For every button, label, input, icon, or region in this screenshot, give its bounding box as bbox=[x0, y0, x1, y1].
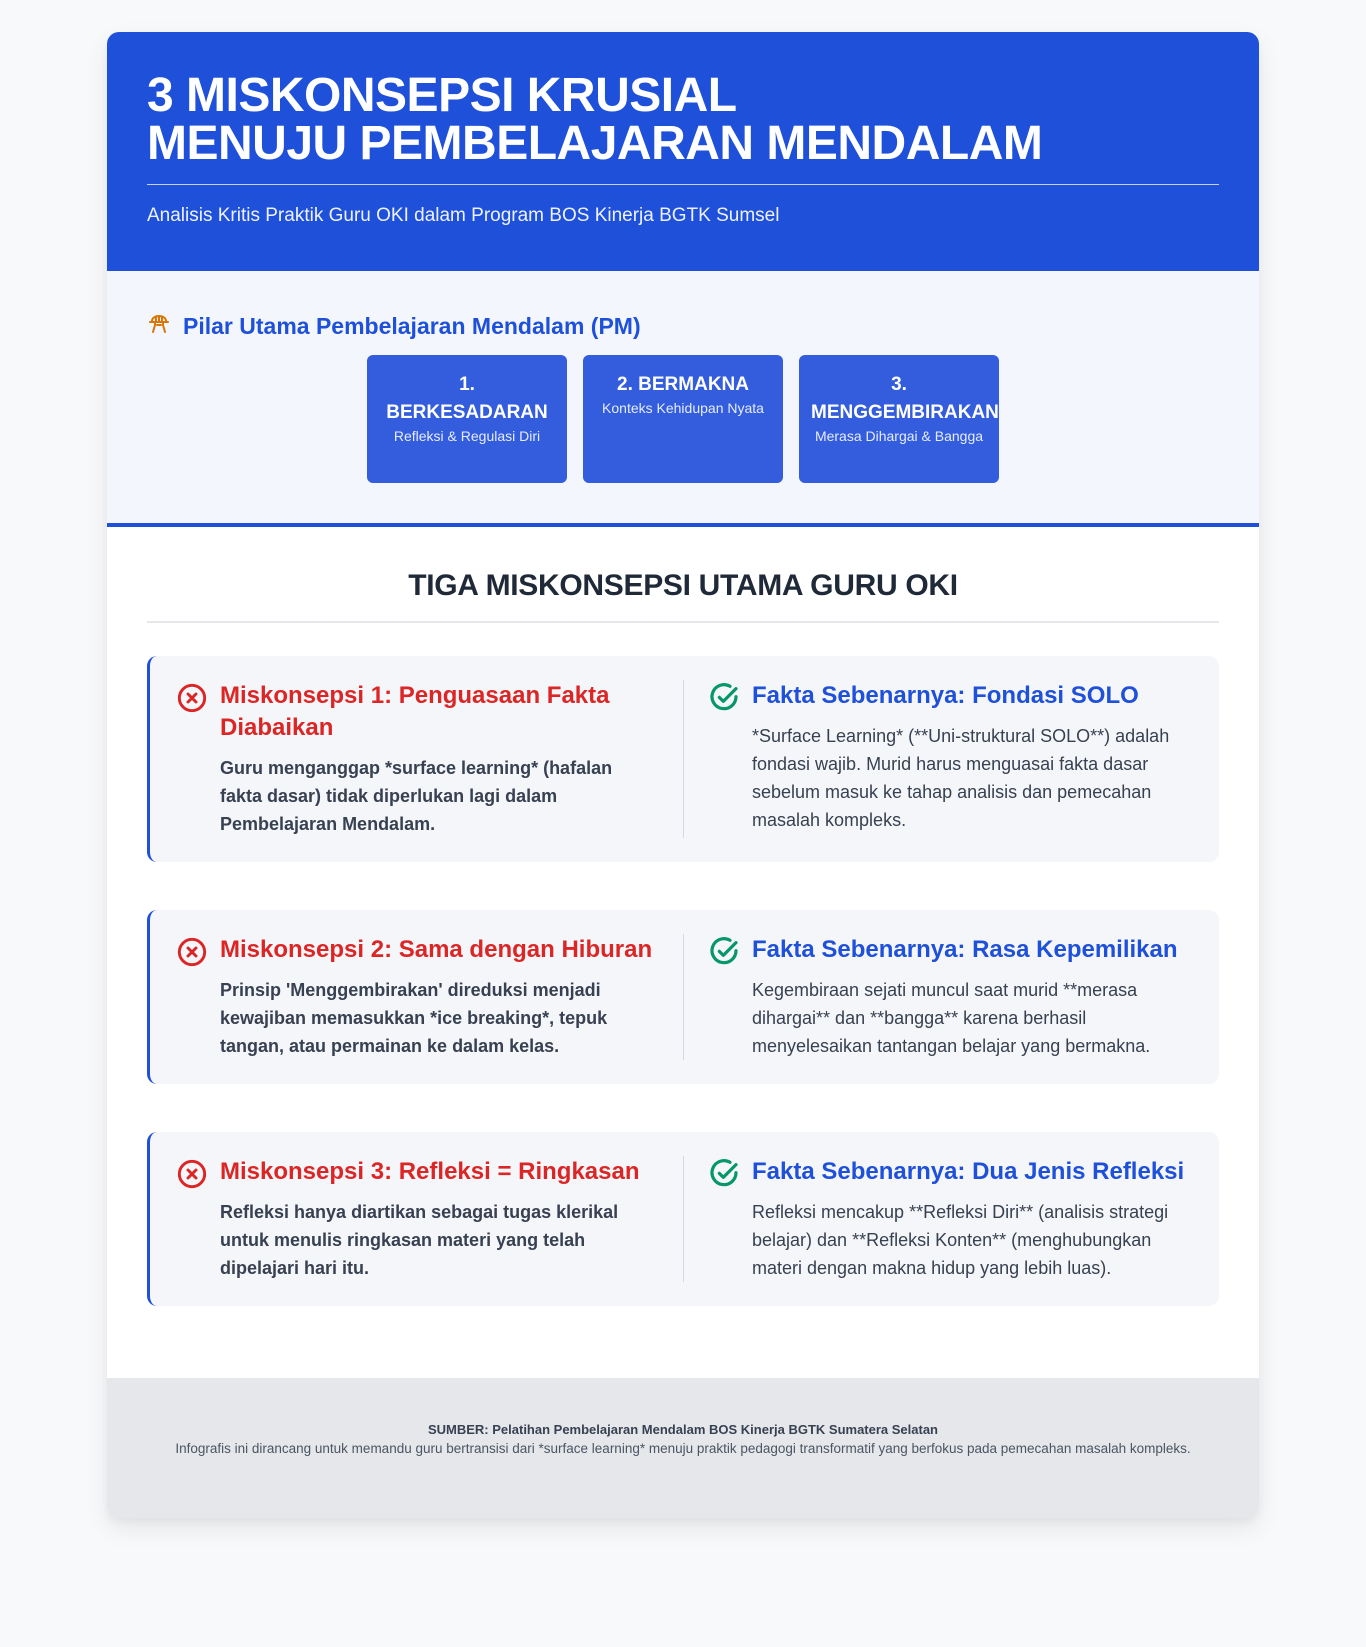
misconception-text: Prinsip 'Menggembirakan' direduksi menja… bbox=[220, 980, 608, 1056]
fact-text: *Surface Learning* (**Uni-struktural SOL… bbox=[752, 726, 1170, 830]
misconceptions-section: TIGA MISKONSEPSI UTAMA GURU OKI Miskonse… bbox=[107, 527, 1259, 1378]
fact-column: Fakta Sebenarnya: Dua Jenis Refleksi Ref… bbox=[684, 1156, 1191, 1282]
pillars-section: Pilar Utama Pembelajaran Mendalam (PM) 1… bbox=[107, 271, 1259, 527]
check-circle-icon bbox=[708, 1156, 740, 1282]
fact-text: Kegembiraan sejati muncul saat murid **m… bbox=[752, 980, 1151, 1056]
pillar-title: BERMAKNA bbox=[638, 374, 749, 395]
misconception-title: Miskonsepsi 1: Penguasaan Fakta Diabaika… bbox=[220, 682, 610, 741]
pillar-number: 2. bbox=[617, 374, 633, 395]
footer-note: Infografis ini dirancang untuk memandu g… bbox=[175, 1441, 1191, 1456]
misconception-column: Miskonsepsi 3: Refleksi = Ringkasan Refl… bbox=[176, 1156, 684, 1282]
misconception-text: Guru menganggap *surface learning* (hafa… bbox=[220, 758, 613, 834]
pillar-number: 3. bbox=[891, 374, 907, 395]
pillar-subtitle: Merasa Dihargai & Bangga bbox=[814, 428, 984, 444]
section-heading: TIGA MISKONSEPSI UTAMA GURU OKI bbox=[147, 569, 1219, 623]
header: 3 MISKONSEPSI KRUSIAL MENUJU PEMBELAJARA… bbox=[107, 32, 1259, 271]
pillar-heading: 2. BERMAKNA bbox=[595, 371, 771, 399]
header-divider bbox=[147, 184, 1219, 185]
x-circle-icon bbox=[176, 1156, 208, 1282]
header-subtitle: Analisis Kritis Praktik Guru OKI dalam P… bbox=[147, 205, 780, 226]
pillar-card-menggembirakan: 3. MENGGEMBIRAKAN Merasa Dihargai & Bang… bbox=[799, 355, 999, 483]
fact-title: Fakta Sebenarnya: Fondasi SOLO bbox=[752, 682, 1139, 709]
page-title: 3 MISKONSEPSI KRUSIAL MENUJU PEMBELAJARA… bbox=[147, 72, 1219, 168]
misconception-card-3: Miskonsepsi 3: Refleksi = Ringkasan Refl… bbox=[147, 1132, 1219, 1306]
fact-title: Fakta Sebenarnya: Rasa Kepemilikan bbox=[752, 936, 1178, 963]
fact-text: Refleksi mencakup **Refleksi Diri** (ana… bbox=[752, 1202, 1169, 1278]
misconception-title: Miskonsepsi 3: Refleksi = Ringkasan bbox=[220, 1158, 640, 1185]
misconception-column: Miskonsepsi 2: Sama dengan Hiburan Prins… bbox=[176, 934, 684, 1060]
pillar-title: MENGGEMBIRAKAN bbox=[811, 402, 999, 423]
misconception-card-2: Miskonsepsi 2: Sama dengan Hiburan Prins… bbox=[147, 910, 1219, 1084]
x-circle-icon bbox=[176, 934, 208, 1060]
footer-source: SUMBER: Pelatihan Pembelajaran Mendalam … bbox=[427, 1422, 939, 1437]
pillar-title: BERKESADARAN bbox=[386, 402, 548, 423]
pillars-title: Pilar Utama Pembelajaran Mendalam (PM) bbox=[183, 312, 641, 339]
fact-column: Fakta Sebenarnya: Fondasi SOLO *Surface … bbox=[684, 680, 1191, 838]
pillar-subtitle: Refleksi & Regulasi Diri bbox=[393, 428, 541, 444]
x-circle-icon bbox=[176, 680, 208, 838]
title-line-1: 3 MISKONSEPSI KRUSIAL bbox=[147, 69, 737, 122]
fact-title: Fakta Sebenarnya: Dua Jenis Refleksi bbox=[752, 1158, 1185, 1185]
pillar-subtitle: Konteks Kehidupan Nyata bbox=[602, 400, 764, 416]
pillar-icon bbox=[147, 311, 171, 341]
pillar-list: 1. BERKESADARAN Refleksi & Regulasi Diri… bbox=[147, 355, 1219, 483]
footer: SUMBER: Pelatihan Pembelajaran Mendalam … bbox=[107, 1378, 1259, 1518]
misconception-column: Miskonsepsi 1: Penguasaan Fakta Diabaika… bbox=[176, 680, 684, 838]
misconception-text: Refleksi hanya diartikan sebagai tugas k… bbox=[220, 1202, 619, 1278]
pillar-number: 1. bbox=[459, 374, 475, 395]
misconception-title: Miskonsepsi 2: Sama dengan Hiburan bbox=[220, 936, 653, 963]
misconception-card-1: Miskonsepsi 1: Penguasaan Fakta Diabaika… bbox=[147, 656, 1219, 862]
pillar-card-berkesadaran: 1. BERKESADARAN Refleksi & Regulasi Diri bbox=[367, 355, 567, 483]
title-line-2: MENUJU PEMBELAJARAN MENDALAM bbox=[147, 117, 1043, 170]
check-circle-icon bbox=[708, 934, 740, 1060]
infographic-container: 3 MISKONSEPSI KRUSIAL MENUJU PEMBELAJARA… bbox=[107, 32, 1259, 1518]
pillar-card-bermakna: 2. BERMAKNA Konteks Kehidupan Nyata bbox=[583, 355, 783, 483]
fact-column: Fakta Sebenarnya: Rasa Kepemilikan Kegem… bbox=[684, 934, 1191, 1060]
check-circle-icon bbox=[708, 680, 740, 838]
pillars-heading: Pilar Utama Pembelajaran Mendalam (PM) bbox=[147, 311, 1219, 341]
